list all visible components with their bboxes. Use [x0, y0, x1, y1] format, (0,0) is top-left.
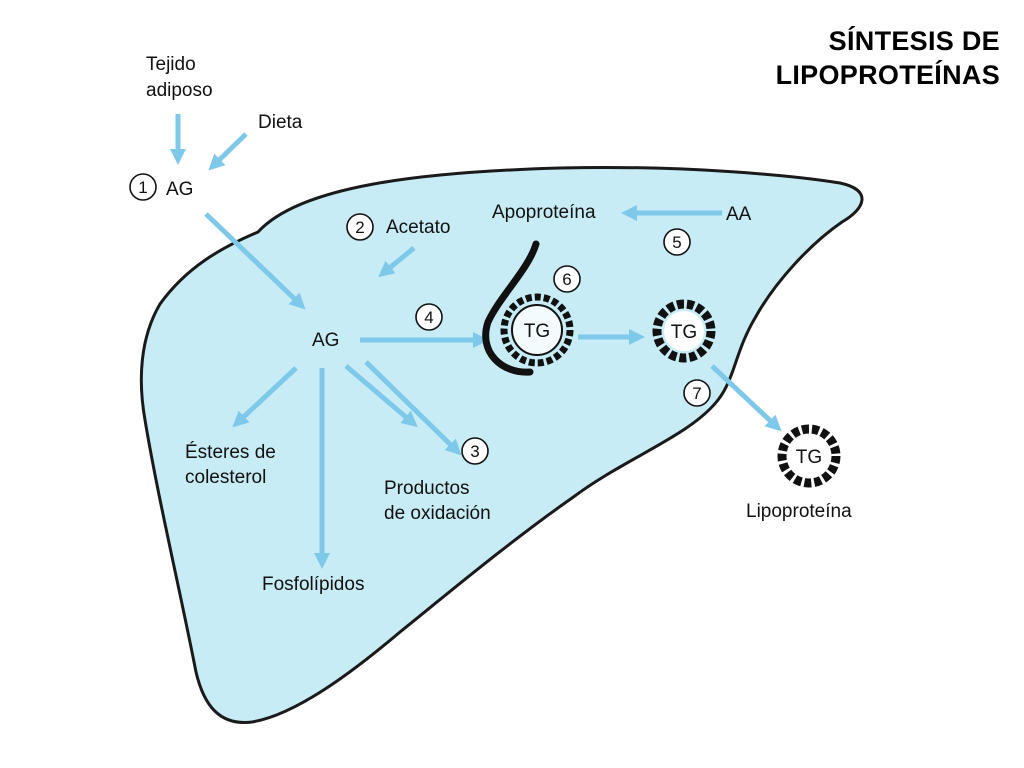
arrow-ag-to-productos-1 [344, 364, 418, 428]
label-acetato: Acetato [386, 217, 450, 238]
label-dieta: Dieta [258, 112, 303, 133]
label-esteres-line-2: colesterol [185, 467, 266, 488]
label-fosfolipidos: Fosfolípidos [262, 574, 364, 595]
label-productos-line-1: Productos [384, 478, 470, 499]
diagram-labels: Tejido adiposo Dieta AG Acetato Apoprote… [146, 54, 852, 595]
label-tejido-line-2: adiposo [146, 80, 213, 101]
label-tejido-line-1: Tejido [146, 54, 196, 75]
label-lipoproteina: Lipoproteína [746, 501, 852, 522]
step-3-badge: 3 [461, 437, 489, 465]
step-6-badge: 6 [553, 265, 581, 293]
arrow-acetato-to-ag [378, 246, 416, 278]
svg-text:7: 7 [692, 384, 701, 403]
svg-text:3: 3 [470, 442, 479, 461]
step-7-badge: 7 [683, 379, 711, 407]
tg-middle-particle: TG [652, 299, 716, 363]
pathway-arrows [170, 114, 782, 569]
tg-middle-label: TG [671, 322, 697, 343]
step-numbers: 1 2 3 4 5 6 7 [129, 173, 711, 465]
svg-text:4: 4 [424, 308, 433, 327]
arrow-ag-to-productos-2 [364, 360, 462, 456]
tg-outer-label: TG [796, 447, 822, 468]
svg-text:6: 6 [562, 270, 571, 289]
step-1-badge: 1 [129, 173, 157, 201]
svg-text:5: 5 [672, 233, 681, 252]
tg-inner-particle: TG [500, 293, 574, 367]
title-line-1: SÍNTESIS DE [828, 26, 1000, 56]
label-productos-line-2: de oxidación [384, 503, 491, 524]
label-aa: AA [726, 204, 752, 225]
step-2-badge: 2 [346, 213, 374, 241]
step-5-badge: 5 [663, 228, 691, 256]
arrow-tg-to-lipoproteina [710, 364, 782, 432]
svg-text:2: 2 [355, 218, 364, 237]
arrow-ag-to-center-ag [204, 212, 306, 310]
membrane-hook [482, 240, 540, 376]
tg-inner-label: TG [524, 321, 550, 342]
arrow-dieta-to-ag [208, 132, 248, 171]
label-ag-top: AG [166, 179, 193, 200]
svg-text:1: 1 [138, 178, 147, 197]
tg-outer-particle: TG [777, 424, 841, 488]
label-apoproteina: Apoproteína [492, 202, 596, 223]
page-title: SÍNTESIS DE LIPOPROTEÍNAS [776, 24, 1000, 92]
step-4-badge: 4 [415, 303, 443, 331]
arrow-ag-to-esteres [232, 366, 298, 428]
label-ag-center: AG [312, 330, 339, 351]
title-line-2: LIPOPROTEÍNAS [775, 60, 1000, 90]
label-esteres-line-1: Ésteres de [185, 442, 276, 463]
